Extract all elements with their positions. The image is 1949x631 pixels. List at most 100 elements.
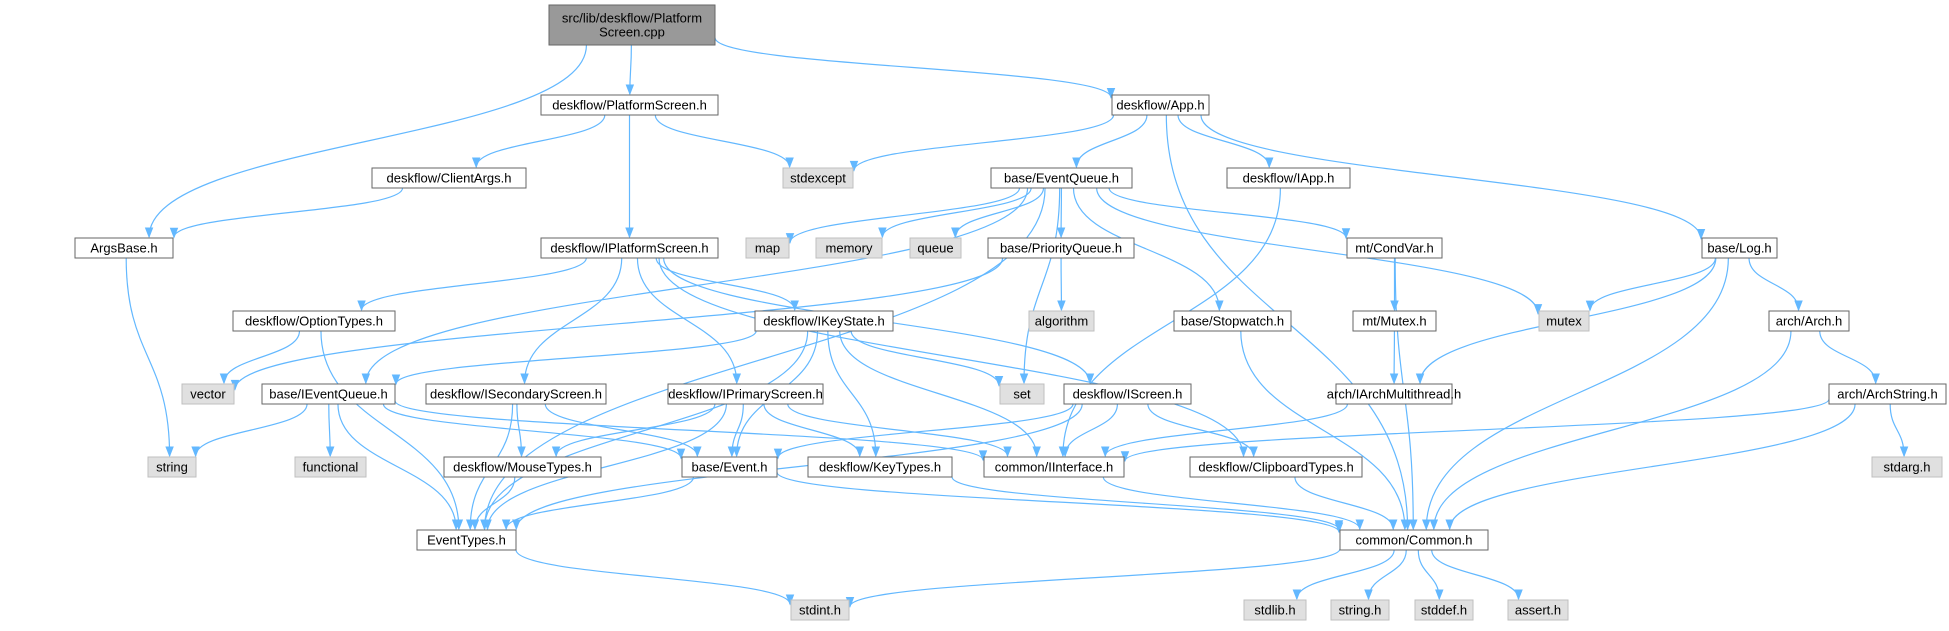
node-label: EventTypes.h xyxy=(427,533,506,548)
edge-arch-to-common xyxy=(1429,330,1792,531)
node-label: memory xyxy=(826,241,873,256)
node-box xyxy=(1028,310,1095,332)
edge-eventqueue-to-priorityqueue xyxy=(1056,187,1066,239)
node-box xyxy=(1507,599,1569,621)
node-box xyxy=(983,456,1125,478)
node-box xyxy=(425,383,607,405)
node-iapp[interactable]: deskflow/IApp.h xyxy=(1226,167,1351,189)
edge-ieventqueue-to-functional xyxy=(325,403,335,458)
edge-eventqueue-to-set xyxy=(1019,187,1061,385)
node-box xyxy=(1335,383,1453,405)
edge-arch-to-archstring xyxy=(1819,330,1880,385)
node-functional: functional xyxy=(294,456,367,478)
edge-root-to-argsbase xyxy=(144,44,588,239)
node-iprimaryscreen[interactable]: deskflow/IPrimaryScreen.h xyxy=(667,383,824,405)
node-label: algorithm xyxy=(1035,314,1088,329)
node-argsbase[interactable]: ArgsBase.h xyxy=(74,237,174,259)
node-priorityqueue[interactable]: base/PriorityQueue.h xyxy=(987,237,1135,259)
edge-app-to-log xyxy=(1200,114,1706,240)
node-box xyxy=(681,456,778,478)
edge-log-to-common xyxy=(1422,257,1729,531)
node-iarchmultithread[interactable]: arch/IArchMultithread.h xyxy=(1327,383,1461,405)
node-log[interactable]: base/Log.h xyxy=(1701,237,1778,259)
node-box xyxy=(371,167,527,189)
node-iplatformscreen[interactable]: deskflow/IPlatformScreen.h xyxy=(540,237,719,259)
node-box xyxy=(548,4,716,46)
node-label: string xyxy=(156,460,188,475)
node-archstring[interactable]: arch/ArchString.h xyxy=(1828,383,1947,405)
node-root[interactable]: src/lib/deskflow/PlatformScreen.cpp xyxy=(548,4,716,46)
node-vector: vector xyxy=(181,383,235,405)
edge-iprimaryscreen-to-keytypes xyxy=(763,403,864,458)
node-box xyxy=(1173,310,1292,332)
node-eventqueue[interactable]: base/EventQueue.h xyxy=(990,167,1133,189)
edge-mousetypes-to-eventtypes xyxy=(470,476,516,531)
edge-optiontypes-to-eventtypes xyxy=(320,330,464,531)
node-label: base/Stopwatch.h xyxy=(1181,314,1284,329)
edge-log-to-arch xyxy=(1748,257,1803,312)
node-box xyxy=(1828,383,1947,405)
node-box xyxy=(815,237,883,259)
node-event[interactable]: base/Event.h xyxy=(681,456,778,478)
node-mousetypes[interactable]: deskflow/MouseTypes.h xyxy=(443,456,602,478)
edge-app-to-stdexcept xyxy=(849,114,1115,172)
node-box xyxy=(1346,237,1443,259)
edge-ieventqueue-to-event xyxy=(382,403,686,460)
node-stopwatch[interactable]: base/Stopwatch.h xyxy=(1173,310,1292,332)
node-keytypes[interactable]: deskflow/KeyTypes.h xyxy=(807,456,953,478)
node-label: deskflow/IPrimaryScreen.h xyxy=(668,387,823,402)
node-condvar[interactable]: mt/CondVar.h xyxy=(1346,237,1443,259)
node-box xyxy=(667,383,824,405)
edge-mtmutex-to-iarchmultithread xyxy=(1389,330,1399,385)
node-box xyxy=(1701,237,1778,259)
edge-ieventqueue-to-string xyxy=(191,403,308,458)
edge-condvar-to-mtmutex xyxy=(1390,257,1399,312)
node-clientargs[interactable]: deskflow/ClientArgs.h xyxy=(371,167,527,189)
node-app[interactable]: deskflow/App.h xyxy=(1111,94,1210,116)
node-box xyxy=(790,599,850,621)
edge-iinterface-to-common xyxy=(1102,476,1364,531)
node-box xyxy=(1538,310,1590,332)
node-optiontypes[interactable]: deskflow/OptionTypes.h xyxy=(232,310,396,332)
node-platformscreen[interactable]: deskflow/PlatformScreen.h xyxy=(540,94,719,116)
node-box xyxy=(1414,599,1474,621)
node-label: deskflow/App.h xyxy=(1116,98,1204,113)
edge-ikeystate-to-set xyxy=(850,330,1004,387)
node-label: queue xyxy=(917,241,953,256)
node-ieventqueue[interactable]: base/IEventQueue.h xyxy=(261,383,396,405)
node-label: mt/CondVar.h xyxy=(1355,241,1434,256)
node-eventtypes[interactable]: EventTypes.h xyxy=(416,529,517,551)
edge-iplatformscreen-to-optiontypes xyxy=(357,257,587,312)
node-box xyxy=(1768,310,1850,332)
node-box xyxy=(540,237,719,259)
node-box xyxy=(181,383,235,405)
node-iscreen[interactable]: deskflow/IScreen.h xyxy=(1063,383,1192,405)
node-iinterface[interactable]: common/IInterface.h xyxy=(983,456,1125,478)
node-arch[interactable]: arch/Arch.h xyxy=(1768,310,1850,332)
node-box xyxy=(1226,167,1351,189)
edge-archstring-to-stdarg xyxy=(1889,403,1909,458)
edge-optiontypes-to-vector xyxy=(219,330,301,385)
edge-clientargs-to-argsbase xyxy=(169,187,404,239)
edge-ieventqueue-to-iinterface xyxy=(394,400,988,462)
node-stdarg: stdarg.h xyxy=(1871,456,1943,478)
edge-common-to-stdlib xyxy=(1292,549,1395,601)
edge-iarchmultithread-to-iinterface xyxy=(1101,403,1349,458)
edge-eventqueue-to-queue xyxy=(951,187,1045,239)
node-isecondaryscreen[interactable]: deskflow/ISecondaryScreen.h xyxy=(425,383,607,405)
edge-platformscreen-to-iplatformscreen xyxy=(625,114,634,239)
edge-eventqueue-to-condvar xyxy=(1108,187,1351,240)
nodes-layer: src/lib/deskflow/PlatformScreen.cppArgsB… xyxy=(74,4,1947,621)
node-label: stddef.h xyxy=(1421,603,1467,618)
node-mtmutex[interactable]: mt/Mutex.h xyxy=(1352,310,1437,332)
node-clipboardtypes[interactable]: deskflow/ClipboardTypes.h xyxy=(1189,456,1363,478)
edge-iprimaryscreen-to-mousetypes xyxy=(551,403,716,458)
node-box xyxy=(990,167,1133,189)
node-string: string xyxy=(147,456,197,478)
node-common[interactable]: common/Common.h xyxy=(1339,529,1489,551)
node-label: deskflow/IPlatformScreen.h xyxy=(550,241,708,256)
edge-isecondaryscreen-to-event xyxy=(544,403,702,458)
node-ikeystate[interactable]: deskflow/IKeyState.h xyxy=(754,310,894,332)
edge-keytypes-to-common xyxy=(951,476,1344,532)
node-box xyxy=(1339,529,1489,551)
